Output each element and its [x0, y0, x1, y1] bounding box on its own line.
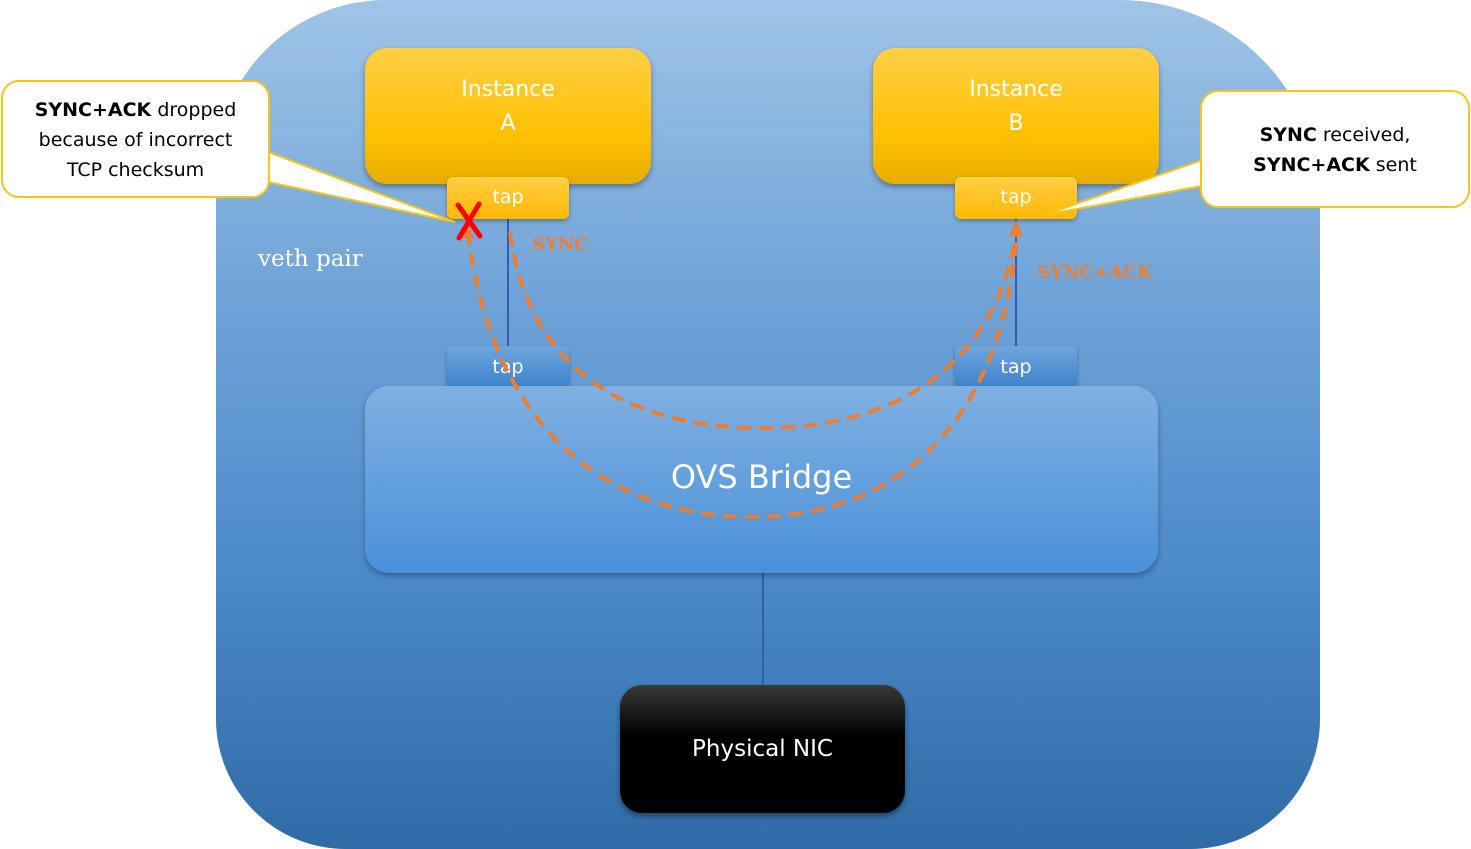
instance-a[interactable]: Instance A — [365, 48, 651, 184]
callout-received-line1: SYNC received, — [1202, 120, 1468, 150]
callout-drop-rest: dropped — [151, 99, 237, 121]
callout-received-rest1: received, — [1316, 124, 1411, 146]
callout-received-bold2: SYNC+ACK — [1253, 154, 1370, 176]
instance-b-title: Instance — [969, 77, 1063, 102]
instance-a-letter: A — [500, 111, 516, 136]
callout-drop-bold: SYNC+ACK — [34, 99, 152, 121]
instance-b[interactable]: Instance B — [873, 48, 1159, 184]
ovs-bridge-label: OVS Bridge — [670, 458, 853, 496]
callout-drop-line1: SYNC+ACK dropped — [3, 95, 268, 125]
tap-bridge-b[interactable]: tap — [955, 346, 1077, 388]
ovs-bridge[interactable] — [365, 386, 1158, 573]
callout-drop-line2: because of incorrect — [38, 129, 233, 151]
synack-flow-path — [466, 231, 1018, 520]
physical-nic[interactable]: Physical NIC — [620, 685, 905, 813]
callout-received: SYNC received, SYNC+ACK sent — [1200, 90, 1470, 208]
veth-pair-label: veth pair — [258, 246, 363, 272]
sync-label: SYNC — [532, 234, 589, 255]
callout-drop: SYNC+ACK dropped because of incorrect TC… — [1, 80, 270, 198]
sync-flow-path — [508, 231, 1018, 431]
callout-received-rest2: sent — [1369, 154, 1417, 176]
instance-b-letter: B — [1008, 111, 1024, 136]
callout-drop-line3: TCP checksum — [66, 159, 205, 181]
sync-arrowhead-icon — [1009, 220, 1023, 236]
instance-a-title: Instance — [461, 77, 555, 102]
tap-bridge-a[interactable]: tap — [447, 346, 569, 388]
tap-instance-a[interactable]: tap — [447, 177, 569, 219]
callout-received-line2: SYNC+ACK sent — [1202, 150, 1468, 180]
callout-received-bold1: SYNC — [1259, 124, 1317, 146]
x-mark-icon — [455, 201, 483, 241]
synack-label: SYNC+ACK — [1037, 262, 1153, 283]
